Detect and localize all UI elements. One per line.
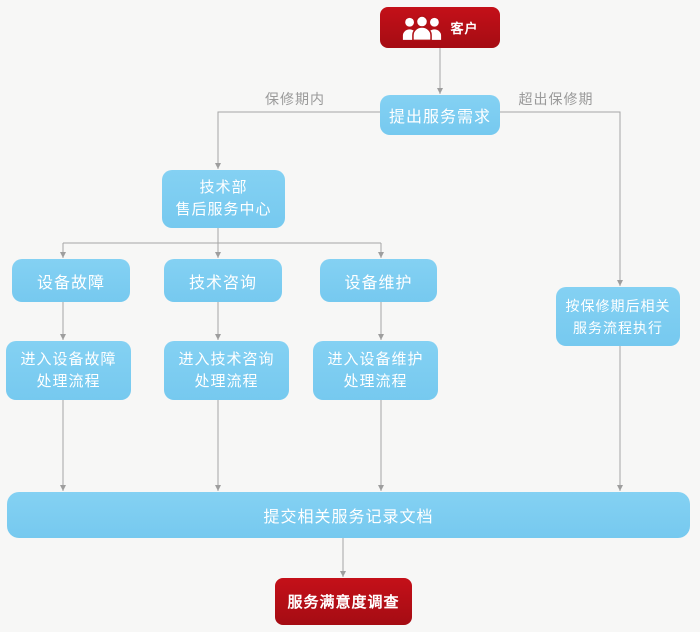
node-post-warranty: 按保修期后相关 服务流程执行 xyxy=(556,287,680,346)
submit-docs-label: 提交相关服务记录文档 xyxy=(263,509,434,526)
node-maintain: 设备维护 xyxy=(320,259,437,302)
maintain-label: 设备维护 xyxy=(344,274,413,292)
survey-label: 服务满意度调查 xyxy=(287,594,400,611)
node-request: 提出服务需求 xyxy=(380,95,500,135)
fault-proc-line2: 处理流程 xyxy=(36,372,101,390)
maintain-proc-line1: 进入设备维护 xyxy=(327,350,424,368)
consult-proc-line1: 进入技术咨询 xyxy=(178,350,275,368)
fault-proc-line1: 进入设备故障 xyxy=(20,350,117,368)
edge-request-postwarranty xyxy=(500,111,623,286)
customer-label: 客户 xyxy=(450,21,479,36)
consult-proc-line2: 处理流程 xyxy=(194,372,259,390)
node-tech-dept: 技术部 售后服务中心 xyxy=(162,170,285,228)
request-label: 提出服务需求 xyxy=(388,109,491,126)
consult-label: 技术咨询 xyxy=(188,274,257,292)
node-consult-proc: 进入技术咨询 处理流程 xyxy=(164,341,289,400)
node-survey: 服务满意度调查 xyxy=(275,578,412,625)
fault-label: 设备故障 xyxy=(36,274,105,292)
post-warranty-line2: 服务流程执行 xyxy=(573,319,663,336)
edge-request-techdept xyxy=(215,111,380,169)
edge-label-beyond-warranty: 超出保修期 xyxy=(518,91,594,107)
post-warranty-line1: 按保修期后相关 xyxy=(565,297,671,314)
maintain-proc-line2: 处理流程 xyxy=(343,372,408,390)
users-group-icon xyxy=(401,14,443,42)
node-fault-proc: 进入设备故障 处理流程 xyxy=(6,341,131,400)
node-fault: 设备故障 xyxy=(12,259,130,302)
node-maintain-proc: 进入设备维护 处理流程 xyxy=(313,341,438,400)
tech-dept-line2: 售后服务中心 xyxy=(175,201,272,218)
edge-label-within-warranty: 保修期内 xyxy=(265,91,325,107)
node-customer: 客户 xyxy=(380,7,500,48)
node-consult: 技术咨询 xyxy=(164,259,282,302)
node-submit-docs: 提交相关服务记录文档 xyxy=(7,492,690,538)
tech-dept-line1: 技术部 xyxy=(199,179,248,196)
